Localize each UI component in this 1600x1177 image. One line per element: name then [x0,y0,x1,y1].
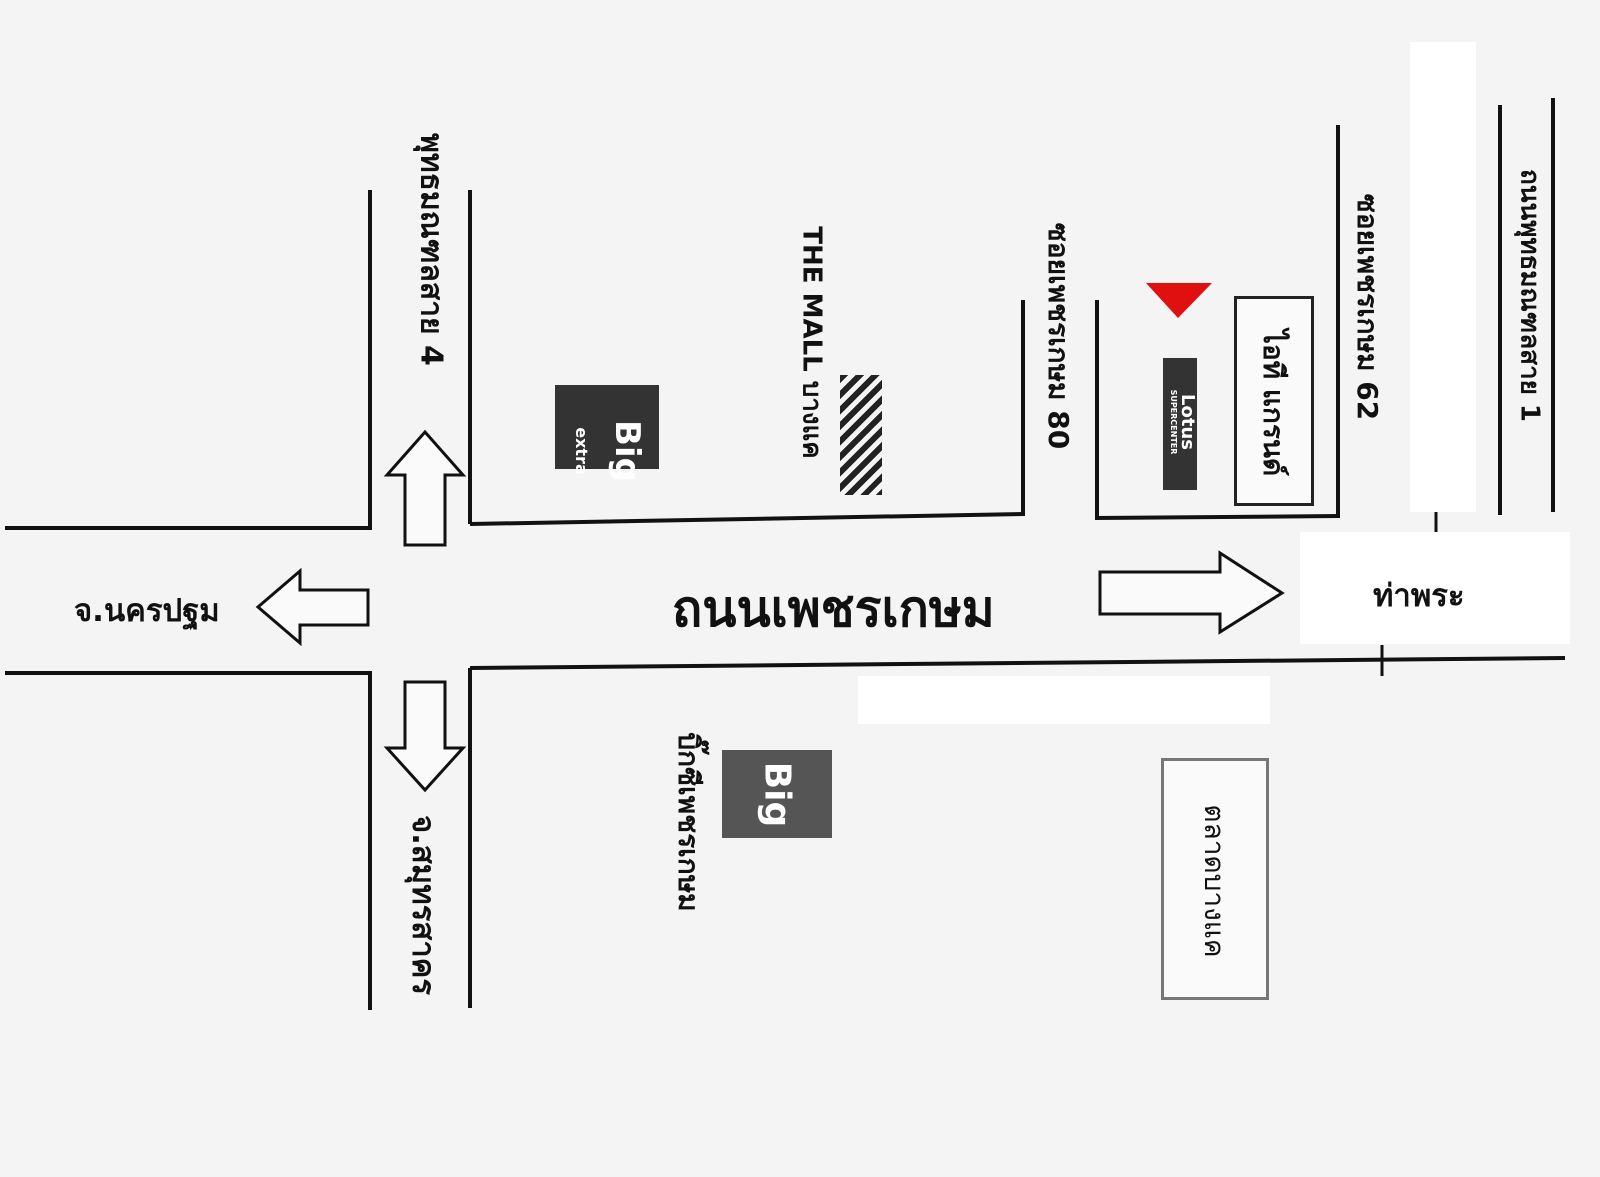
road-phutthamonthon-4-label: พุทธมณฑลสาย 4 [413,133,449,366]
bangkae-market-label: ตลาดบางแค [1198,804,1231,958]
main-road-label: ถนนเพชรเกษม [672,580,995,638]
whiteout-right-column [1410,42,1476,512]
main-road-north-edge-right [1094,514,1341,520]
direction-west-label: จ.นครปฐม [74,593,220,629]
main-road-south-edge-right [469,656,1566,670]
soi-62-label: ซอยเพชรเกษม 62 [1351,193,1384,421]
it-grand-box: ไอที แกรนด์ [1234,296,1314,506]
big-c-petchkasem-label: บิ๊กซีเพชรเกษม [672,732,705,912]
arrow-west [255,567,370,647]
lotus-sub: SUPERCENTER [1169,389,1178,455]
arrow-east [1098,550,1285,635]
direction-east-label: ท่าพระ [1373,578,1465,614]
bangkae-market-box: ตลาดบางแค [1161,758,1269,1000]
soi-80-label: ซอยเพชรเกษม 80 [1042,222,1075,450]
whiteout-south-east [858,676,1270,724]
arrow-north [383,429,467,547]
big-c-extra-sub: extra [572,427,591,475]
big-c-brand: Big [756,761,798,828]
location-marker [1146,283,1212,318]
it-grand-label: ไอที แกรนด์ [1257,329,1290,477]
whiteout-east-label [1300,532,1570,644]
road-phutthamonthon-1-label: ถนนพุทธมณฑลสาย 1 [1514,168,1545,423]
the-mall-label: THE MALL บางแค [796,226,827,459]
arrow-south [383,680,467,793]
main-road-north-edge-mid [469,512,1026,526]
big-c-logo: Big [722,750,832,838]
big-c-extra-brand: Big [607,420,647,482]
lotus-brand: Lotus [1177,394,1198,450]
lotus-logo: Lotus SUPERCENTER [1163,358,1198,490]
direction-south-label: จ.สมุทรสาคร [405,814,441,996]
the-mall-logo [840,375,882,495]
big-c-extra-logo: Big extra [555,385,659,482]
